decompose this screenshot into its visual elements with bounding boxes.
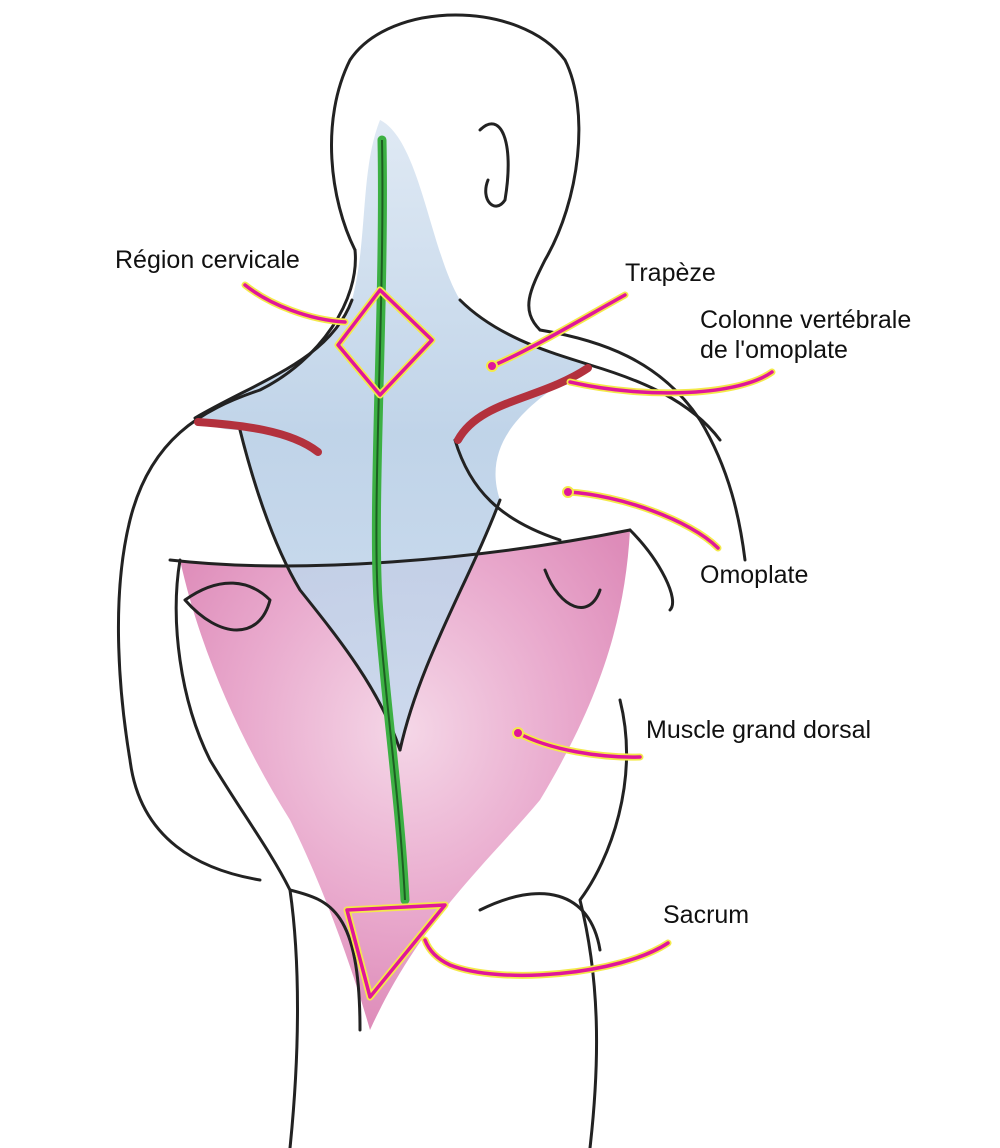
label-scapular-spine-1: Colonne vertébrale <box>700 306 912 334</box>
leader-lines <box>241 281 776 1001</box>
scapular-spine-right <box>454 364 592 444</box>
label-scapula: Omoplate <box>700 561 809 589</box>
trapezius-muscle <box>195 120 590 750</box>
body-outline <box>116 13 747 1148</box>
latissimus-muscle <box>180 530 630 1030</box>
label-scapular-spine-2: de l'omoplate <box>700 336 848 364</box>
label-trapezius: Trapèze <box>625 259 716 287</box>
label-latissimus: Muscle grand dorsal <box>646 716 872 744</box>
label-sacrum: Sacrum <box>663 901 750 929</box>
scapular-spine-left <box>194 418 322 456</box>
label-cervical-region: Région cervicale <box>115 246 300 274</box>
